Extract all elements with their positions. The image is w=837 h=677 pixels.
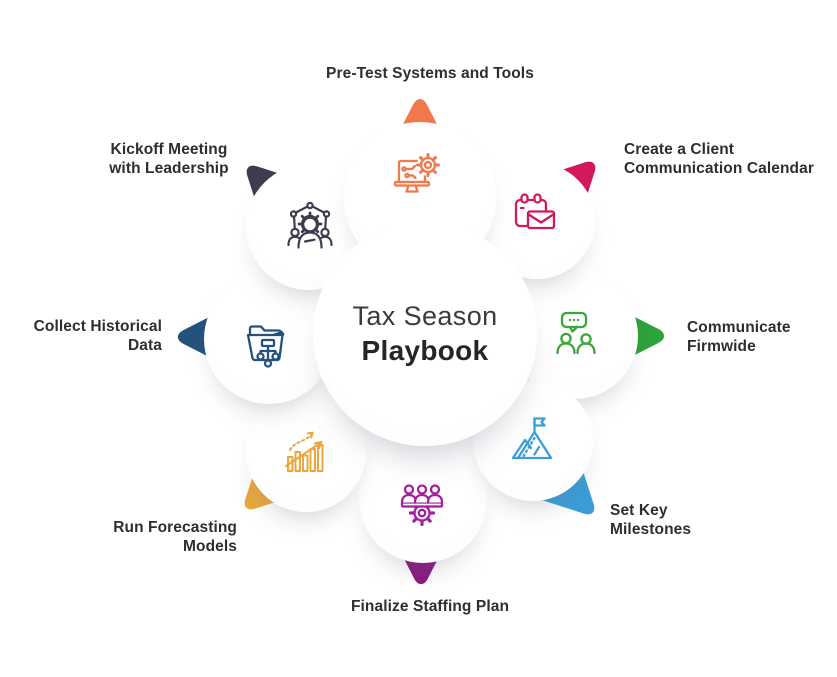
label-collect-historical-data: Collect Historical Data xyxy=(22,317,162,355)
label-line: Create a Client xyxy=(624,141,735,158)
calendar-mail-icon xyxy=(509,187,565,243)
label-line: Finalize Staffing Plan xyxy=(350,598,510,615)
label-communicate-firmwide: Communicate Firmwide xyxy=(687,318,832,356)
label-line: Firmwide xyxy=(687,338,756,355)
label-line: Run Forecasting xyxy=(113,519,237,536)
label-line: Collect Historical xyxy=(33,318,162,335)
label-line: Communicate xyxy=(687,319,791,336)
label-pre-test-systems: Pre-Test Systems and Tools xyxy=(265,64,595,83)
label-kickoff-meeting-leadership: Kickoff Meeting with Leadership xyxy=(80,140,258,178)
leadership-network-icon xyxy=(282,199,338,255)
label-line: Data xyxy=(128,337,162,354)
bar-chart-trend-icon xyxy=(278,424,334,480)
label-client-communication-calendar: Create a Client Communication Calendar xyxy=(624,140,829,178)
label-line: Set Key xyxy=(610,502,668,519)
center-circle: Tax Season Playbook xyxy=(313,222,537,446)
label-run-forecasting-models: Run Forecasting Models xyxy=(57,518,237,556)
mountain-flag-icon xyxy=(505,411,561,467)
diagram-title-line1: Tax Season xyxy=(352,300,498,331)
label-line: Pre-Test Systems and Tools xyxy=(326,65,534,82)
label-set-key-milestones: Set Key Milestones xyxy=(610,501,755,539)
team-gear-icon xyxy=(394,476,450,532)
people-chat-icon xyxy=(549,308,605,364)
label-line: Milestones xyxy=(610,521,692,538)
diagram-title-line2: Playbook xyxy=(361,334,489,366)
label-line: Kickoff Meeting xyxy=(110,141,228,158)
label-finalize-staffing-plan: Finalize Staffing Plan xyxy=(295,597,565,616)
monitor-gear-icon xyxy=(390,148,446,204)
label-line: Communication Calendar xyxy=(624,160,814,177)
label-line: Models xyxy=(183,538,237,555)
folder-flowchart-icon xyxy=(241,315,297,371)
label-line: with Leadership xyxy=(109,160,229,177)
